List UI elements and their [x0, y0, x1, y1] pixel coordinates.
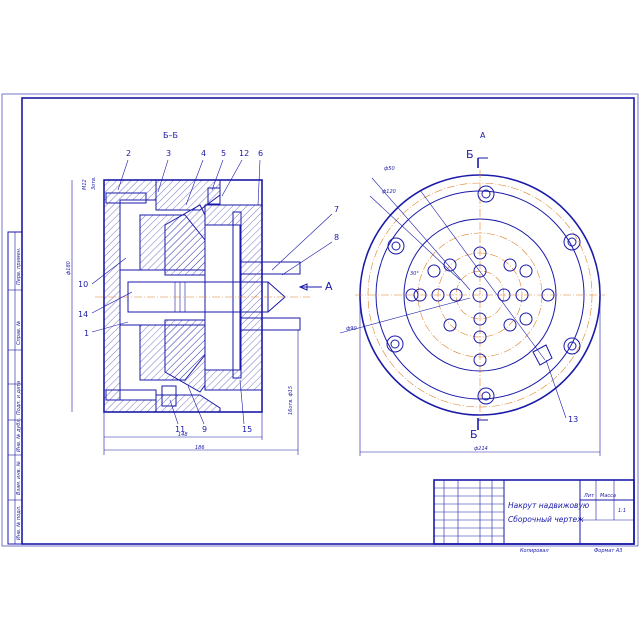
- lit-label: Лит: [583, 493, 595, 499]
- callout-6: 6: [258, 149, 263, 158]
- callout-11: 11: [175, 425, 185, 434]
- dim-phi214: ф214: [474, 446, 488, 452]
- hole-pattern: [405, 246, 555, 367]
- mounting-bolts: [386, 185, 581, 405]
- drawing-name-line2: Сборочный чертеж: [508, 515, 584, 524]
- margin-label-0: Перв. примен.: [16, 247, 22, 285]
- margin-label-2: Подп. и дата: [16, 381, 22, 415]
- dim-3otv: 3отв.: [91, 176, 97, 190]
- dim-30: 30°: [410, 271, 419, 277]
- callout-12: 12: [239, 149, 249, 158]
- callout-9: 9: [202, 425, 207, 434]
- mass-label: Масса: [600, 493, 616, 499]
- dim-148: 148: [178, 432, 188, 438]
- dim-phi120: ф120: [382, 189, 396, 195]
- left-margin-stamp: Перв. примен. Справ. № Подп. и дата Инв.…: [7, 231, 23, 545]
- section-view: Б–Б: [66, 131, 339, 455]
- callout-3: 3: [166, 149, 171, 158]
- view-a-label: А: [480, 131, 486, 140]
- title-block: Накрут надвижовую Сборочный чертеж Лит М…: [433, 479, 635, 554]
- dim-holes: 16отв. ф15: [288, 386, 294, 415]
- callout-10: 10: [78, 280, 88, 289]
- callout-14: 14: [78, 310, 88, 319]
- callout-1: 1: [84, 329, 89, 338]
- margin-label-5: Инв. № подл.: [16, 506, 22, 541]
- copied-label: Копировал: [520, 548, 549, 554]
- callout-5: 5: [221, 149, 226, 158]
- callout-4: 4: [201, 149, 206, 158]
- dim-phi180: ф180: [66, 261, 72, 275]
- callout-2: 2: [126, 149, 131, 158]
- callout-8: 8: [334, 233, 339, 242]
- sheet-frame: [1, 93, 639, 547]
- dim-phi50: ф50: [384, 166, 395, 172]
- view-a: А Б Б: [339, 131, 605, 456]
- margin-label-1: Справ. №: [16, 321, 22, 345]
- format-label: Формат А3: [594, 548, 622, 554]
- callout-15: 15: [242, 425, 252, 434]
- dim-phi90: ф90: [346, 326, 357, 332]
- section-mark-bottom: Б: [470, 428, 478, 441]
- drawing-name-line1: Накрут надвижовую: [508, 501, 589, 510]
- margin-label-3: Инв. № дубл.: [16, 418, 22, 452]
- callout-13: 13: [568, 415, 578, 424]
- margin-label-4: Взам. инв. №: [16, 461, 22, 495]
- callouts-left: 2 3 4 5 6 12 7 8 10 14 1 11 9 1: [78, 149, 339, 434]
- sheet-scale: 1:1: [618, 508, 626, 514]
- dim-186: 186: [195, 445, 205, 451]
- callout-7: 7: [334, 205, 339, 214]
- section-title: Б–Б: [163, 131, 178, 140]
- arrow-label-a: А: [325, 280, 333, 293]
- section-mark-top: Б: [466, 148, 474, 161]
- dim-m12: М12: [82, 179, 88, 190]
